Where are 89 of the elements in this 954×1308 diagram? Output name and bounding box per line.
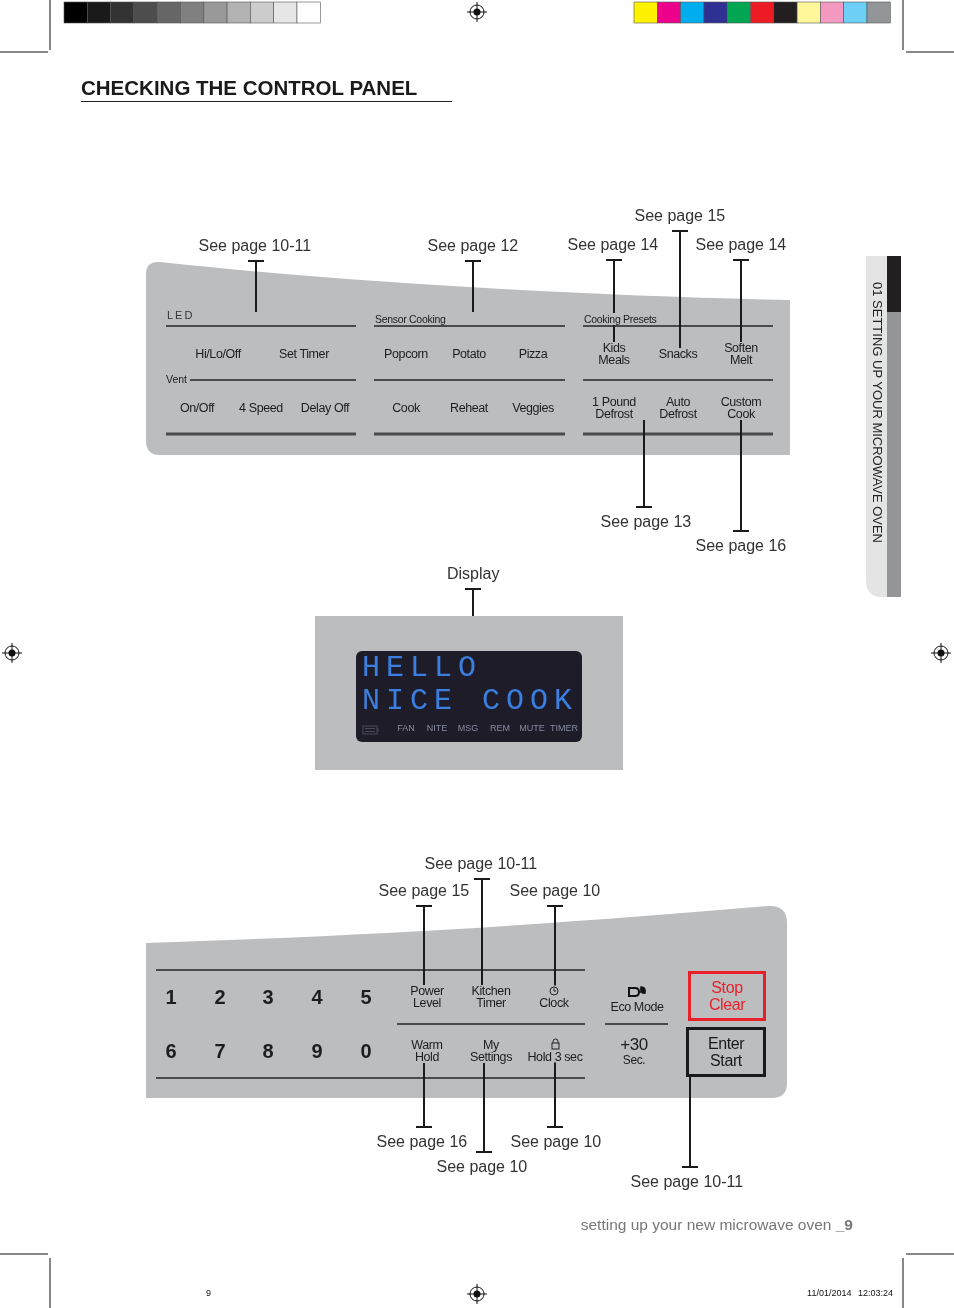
- key-label: Clock: [538, 996, 570, 1009]
- key-label: Popcorn: [378, 348, 434, 360]
- key-label: Cook: [383, 402, 429, 414]
- key-label: Pizza: [510, 348, 556, 360]
- number-key: 9: [311, 1040, 323, 1062]
- key-label: Hold 3 sec: [526, 1050, 584, 1063]
- page-reference: See page 16: [695, 537, 787, 555]
- indicator-label: MUTE: [519, 723, 545, 733]
- leader-line: [473, 878, 491, 986]
- number-key: 3: [262, 986, 274, 1008]
- control-panel: [146, 905, 787, 1098]
- page-reference: See page 10-11: [630, 1173, 744, 1191]
- section-heading: Cooking Presets: [584, 313, 659, 325]
- leader-line: [671, 230, 689, 349]
- indicator-label: NITE: [426, 723, 448, 733]
- page-reference: See page 14: [567, 236, 659, 254]
- key-label: Reheat: [444, 402, 494, 414]
- page-reference: See page 10-11: [198, 237, 312, 255]
- lcd-text: HELLO: [362, 652, 482, 684]
- number-key: 1: [165, 986, 177, 1008]
- number-key: 0: [360, 1040, 372, 1062]
- page-reference: Display: [447, 565, 500, 583]
- key-label: Sec.: [621, 1053, 647, 1067]
- page-reference: See page 10: [436, 1158, 528, 1176]
- key-label: Veggies: [505, 402, 561, 414]
- key-label: Kitchen Timer: [466, 985, 516, 1009]
- section-heading: Sensor Cooking: [375, 313, 446, 325]
- key-label: Warm Hold: [406, 1039, 448, 1063]
- key-label: Set Timer: [274, 348, 334, 360]
- leader-line: [415, 1062, 433, 1128]
- key-label: Potato: [444, 348, 494, 360]
- number-key: 2: [214, 986, 226, 1008]
- key-label: On/Off: [172, 402, 222, 414]
- key-label: Hi/Lo/Off: [188, 348, 248, 360]
- indicator-label: LED: [167, 309, 195, 321]
- page-reference: See page 15: [634, 207, 726, 225]
- section-tab-label: 01 SETTING UP YOUR MICROWAVE OVEN: [869, 281, 885, 543]
- key-label: Eco Mode: [609, 1001, 665, 1013]
- slug-text: 9: [206, 1288, 211, 1298]
- slug-text: 11/01/2014 12:03:24: [807, 1288, 893, 1298]
- key-label: 1 Pound Defrost: [583, 396, 645, 420]
- key-label: Power Level: [406, 985, 448, 1009]
- enter-start-button: Enter Start: [686, 1027, 766, 1077]
- leader-line: [605, 259, 623, 343]
- number-key: 8: [262, 1040, 274, 1062]
- leader-line: [732, 259, 750, 343]
- key-label: Kids Meals: [594, 342, 634, 366]
- number-key: 5: [360, 986, 372, 1008]
- lcd-screen: [356, 651, 582, 742]
- key-label: +30: [619, 1035, 649, 1054]
- indicator-label: REM: [490, 723, 510, 733]
- key-label: 4 Speed: [233, 402, 289, 414]
- page-reference: See page 14: [695, 236, 787, 254]
- key-label: Delay Off: [295, 402, 355, 414]
- page-reference: See page 10-11: [424, 855, 538, 873]
- key-label: Custom Cook: [717, 396, 765, 420]
- section-heading: Vent: [166, 373, 188, 385]
- number-key: 4: [311, 986, 323, 1008]
- indicator-label: FAN: [397, 723, 415, 733]
- page-reference: See page 13: [600, 513, 692, 531]
- leader-line: [546, 1061, 564, 1128]
- leader-line: [247, 260, 265, 313]
- indicator-label: TIMER: [550, 723, 578, 733]
- page-reference: See page 12: [427, 237, 519, 255]
- lcd-text: NICE COOK: [362, 685, 579, 717]
- leader-line: [464, 588, 482, 617]
- key-label: Soften Melt: [720, 342, 762, 366]
- leader-line: [464, 260, 482, 313]
- control-panel: [146, 260, 790, 455]
- leader-line: [732, 419, 750, 532]
- leader-line: [681, 1076, 699, 1168]
- page-reference: See page 15: [378, 882, 470, 900]
- page-footer: setting up your new microwave oven _9: [580, 1216, 853, 1234]
- page-reference: See page 10: [509, 882, 601, 900]
- leader-line: [415, 905, 433, 986]
- number-key: 6: [165, 1040, 177, 1062]
- leader-line: [635, 419, 653, 508]
- number-key: 7: [214, 1040, 226, 1062]
- page-reference: See page 16: [376, 1133, 468, 1151]
- stop-clear-button: Stop Clear: [688, 971, 766, 1021]
- leader-line: [546, 905, 564, 987]
- display-panel: [315, 616, 623, 770]
- indicator-label: MSG: [457, 723, 479, 733]
- key-label: Auto Defrost: [655, 396, 701, 420]
- leader-line: [475, 1062, 493, 1153]
- page-reference: See page 10: [510, 1133, 602, 1151]
- key-label: My Settings: [465, 1039, 517, 1063]
- key-label: Snacks: [653, 348, 703, 360]
- page-title: CHECKING THE CONTROL PANEL: [81, 76, 452, 102]
